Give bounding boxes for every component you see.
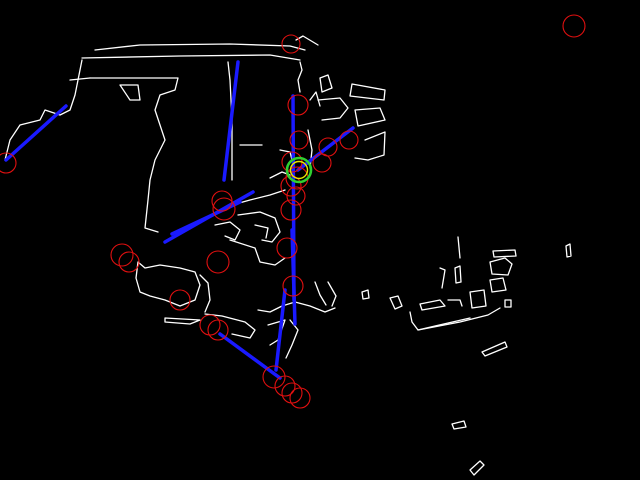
edge-contour: [254, 224, 269, 239]
line-segment: [274, 288, 287, 372]
keypoint-marker: [212, 197, 236, 221]
edge-contour: [457, 236, 461, 259]
selected-keypoint: [285, 156, 313, 184]
keypoint-marker: [286, 186, 306, 206]
keypoint-marker: [110, 243, 134, 267]
keypoint-marker: [206, 250, 230, 274]
edge-contour: [361, 289, 370, 300]
edge-contour: [164, 317, 201, 325]
keypoint-marker: [562, 14, 586, 38]
edge-contour: [237, 211, 281, 243]
edge-contour: [81, 54, 301, 61]
edge-contour: [135, 261, 201, 307]
edge-contour: [469, 289, 487, 309]
edge-contours: [4, 35, 572, 476]
line-segment: [170, 200, 242, 236]
keypoint-marker: [289, 387, 311, 409]
keypoint-marker: [282, 275, 304, 297]
keypoint-marker: [276, 237, 298, 259]
edge-contour: [409, 307, 501, 331]
keypoint-marker: [262, 365, 286, 389]
edge-contour: [227, 61, 233, 181]
edge-contour: [451, 420, 467, 430]
edge-contour: [489, 277, 507, 293]
line-segment: [222, 60, 240, 182]
edge-contour: [419, 299, 446, 311]
line-segment: [218, 332, 282, 380]
edge-contour: [447, 299, 463, 307]
edge-contour: [89, 77, 179, 233]
keypoint-marker: [287, 94, 309, 116]
edge-contour: [229, 239, 286, 266]
edge-contour: [492, 249, 517, 258]
line-segment: [290, 228, 297, 326]
keypoint-marker: [274, 375, 296, 397]
line-segment: [4, 104, 68, 162]
edge-contour: [439, 267, 446, 289]
edge-contour: [314, 281, 327, 306]
edge-contour: [349, 83, 386, 101]
edge-contour: [214, 221, 241, 241]
edge-contour: [199, 274, 211, 313]
edge-contour: [565, 243, 572, 258]
keypoint-marker: [289, 130, 309, 150]
keypoint-marker: [169, 289, 191, 311]
edge-contour: [481, 341, 508, 357]
edge-contour: [204, 313, 256, 339]
keypoint-markers: [0, 14, 586, 409]
keypoint-marker: [280, 175, 302, 197]
edge-contour: [354, 107, 386, 127]
keypoint-marker: [339, 130, 359, 150]
edge-contour: [489, 257, 513, 276]
keypoint-marker: [281, 382, 303, 404]
keypoint-marker: [199, 314, 221, 336]
keypoint-marker: [118, 251, 140, 273]
edge-contour: [119, 84, 141, 101]
edge-contour: [297, 61, 303, 93]
edge-contour: [4, 59, 83, 161]
keypoint-marker: [0, 152, 17, 174]
selected-keypoint-inner-ring: [289, 160, 309, 180]
edge-contour: [319, 74, 333, 93]
edge-contour: [327, 281, 337, 307]
keypoint-marker: [207, 319, 229, 341]
edge-contour: [454, 265, 462, 284]
keypoint-marker: [280, 199, 302, 221]
keypoint-marker: [312, 153, 332, 173]
edge-contour: [69, 77, 91, 81]
keypoint-marker: [281, 34, 301, 54]
edge-contour: [417, 317, 471, 331]
edge-contour: [504, 299, 512, 308]
edge-contour: [389, 295, 403, 310]
edge-contour: [94, 43, 306, 51]
edge-contour: [309, 91, 321, 107]
selected-keypoint-outer-ring: [285, 156, 313, 184]
edge-contour: [354, 131, 386, 161]
edge-contour: [317, 97, 349, 121]
edge-contour: [469, 460, 485, 476]
